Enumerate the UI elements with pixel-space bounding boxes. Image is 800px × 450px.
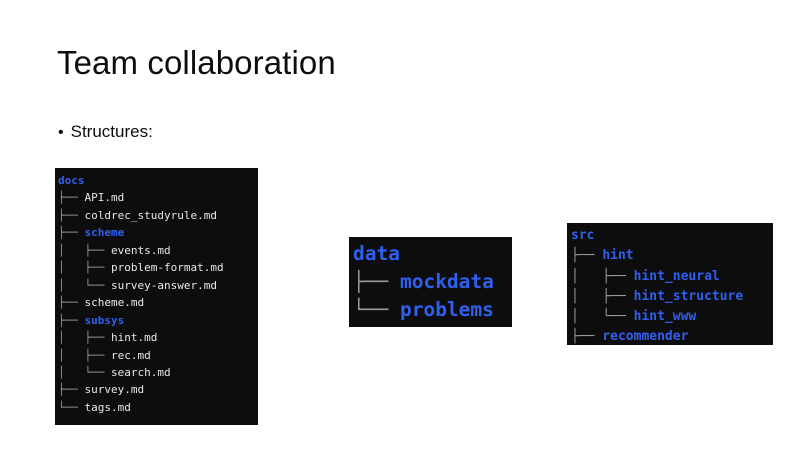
tree-row: │ ├── problem-format.md <box>58 259 258 276</box>
tree-file-name: events.md <box>110 243 171 257</box>
tree-row: ├── coldrec_studyrule.md <box>58 207 258 224</box>
tree-branch-glyph: │ ├── <box>58 261 111 275</box>
tree-branch-glyph: └── <box>353 298 400 321</box>
tree-branch-glyph: ├── <box>58 191 85 205</box>
directory-tree-data: data├── mockdata└── problems <box>349 237 512 327</box>
directory-tree-src: src├── hint│ ├── hint_neural│ ├── hint_s… <box>567 223 773 345</box>
tree-row: │ └── search.md <box>58 364 258 381</box>
tree-file-name: API.md <box>84 191 125 205</box>
tree-directory-name: src <box>571 228 595 243</box>
tree-directory-name: mockdata <box>399 270 494 293</box>
tree-directory-name: hint <box>602 248 634 264</box>
tree-row: └── problems <box>353 296 512 324</box>
tree-directory-name: recommender <box>602 329 689 345</box>
tree-branch-glyph: ├── <box>58 208 85 222</box>
tree-branch-glyph: ├── <box>58 226 85 240</box>
tree-branch-glyph: │ └── <box>571 309 634 325</box>
tree-row: ├── scheme <box>58 224 258 241</box>
tree-directory-name: data <box>353 242 400 265</box>
tree-branch-glyph: │ ├── <box>58 243 111 257</box>
tree-branch-glyph: ├── <box>58 383 85 397</box>
tree-file-name: rec.md <box>110 348 151 362</box>
tree-row: │ ├── rec.md <box>58 347 258 364</box>
tree-branch-glyph: │ └── <box>58 278 111 292</box>
tree-branch-glyph: │ └── <box>58 365 111 379</box>
tree-row: ├── mockdata <box>353 268 512 296</box>
tree-row: ├── subsys <box>58 312 258 329</box>
tree-row: ├── API.md <box>58 189 258 206</box>
tree-row: │ └── hint_www <box>571 307 773 327</box>
tree-directory-name: hint_neural <box>633 268 720 284</box>
tree-file-name: hint.md <box>110 331 158 345</box>
tree-file-name: problem-format.md <box>110 261 224 275</box>
tree-file-name: survey.md <box>84 383 145 397</box>
tree-file-name: coldrec_studyrule.md <box>84 208 217 222</box>
tree-row: data <box>353 240 512 268</box>
tree-file-name: scheme.md <box>84 296 145 310</box>
tree-directory-name: scheme <box>84 226 125 240</box>
tree-branch-glyph: │ ├── <box>571 288 634 304</box>
tree-row: │ └── survey-answer.md <box>58 277 258 294</box>
tree-row: │ ├── hint.md <box>58 329 258 346</box>
tree-row: docs <box>58 172 258 189</box>
directory-tree-docs: docs├── API.md├── coldrec_studyrule.md├─… <box>55 168 258 425</box>
tree-row: ├── hint <box>571 246 773 266</box>
tree-branch-glyph: ├── <box>353 270 400 293</box>
tree-file-name: search.md <box>110 365 171 379</box>
tree-file-name: survey-answer.md <box>110 278 217 292</box>
tree-row: ├── scheme.md <box>58 294 258 311</box>
tree-row: ├── recommender <box>571 327 773 345</box>
tree-row: │ ├── events.md <box>58 242 258 259</box>
bullet-item-label: Structures: <box>70 122 153 141</box>
tree-file-name: tags.md <box>84 400 131 414</box>
tree-branch-glyph: ├── <box>58 313 85 327</box>
tree-branch-glyph: │ ├── <box>58 348 111 362</box>
tree-branch-glyph: └── <box>58 400 85 414</box>
tree-row: └── tags.md <box>58 399 258 416</box>
page-title: Team collaboration <box>57 44 336 81</box>
tree-branch-glyph: ├── <box>571 329 603 345</box>
bullet-item-structures: • Structures: <box>58 122 153 142</box>
tree-branch-glyph: │ ├── <box>571 268 634 284</box>
tree-row: │ ├── hint_neural <box>571 267 773 287</box>
tree-branch-glyph: ├── <box>571 248 603 264</box>
tree-directory-name: docs <box>58 174 85 187</box>
tree-directory-name: hint_structure <box>633 288 744 304</box>
tree-directory-name: subsys <box>84 313 125 327</box>
tree-branch-glyph: ├── <box>58 296 85 310</box>
tree-row: src <box>571 226 773 246</box>
tree-row: │ ├── hint_structure <box>571 287 773 307</box>
tree-branch-glyph: │ ├── <box>58 331 111 345</box>
tree-directory-name: hint_www <box>633 309 697 325</box>
bullet-marker-icon: • <box>58 124 64 141</box>
tree-directory-name: problems <box>399 298 494 321</box>
tree-row: ├── survey.md <box>58 381 258 398</box>
